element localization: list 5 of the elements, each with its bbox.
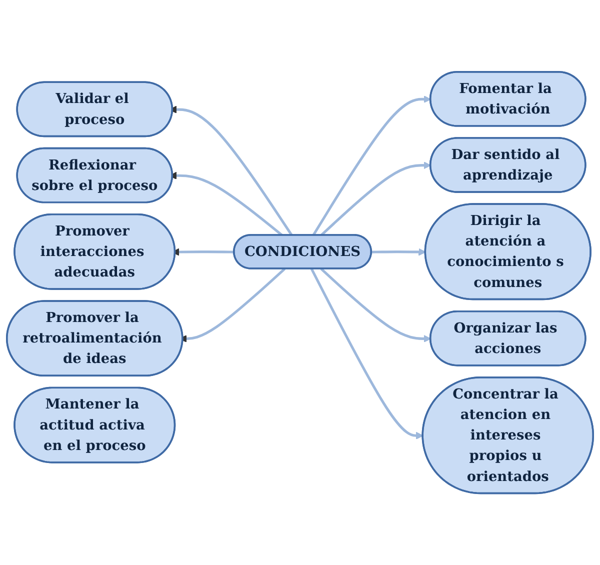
arrow xyxy=(310,268,424,440)
arrow xyxy=(312,95,432,236)
arrow xyxy=(372,248,426,256)
arrow xyxy=(320,268,432,342)
arrow xyxy=(320,161,432,236)
